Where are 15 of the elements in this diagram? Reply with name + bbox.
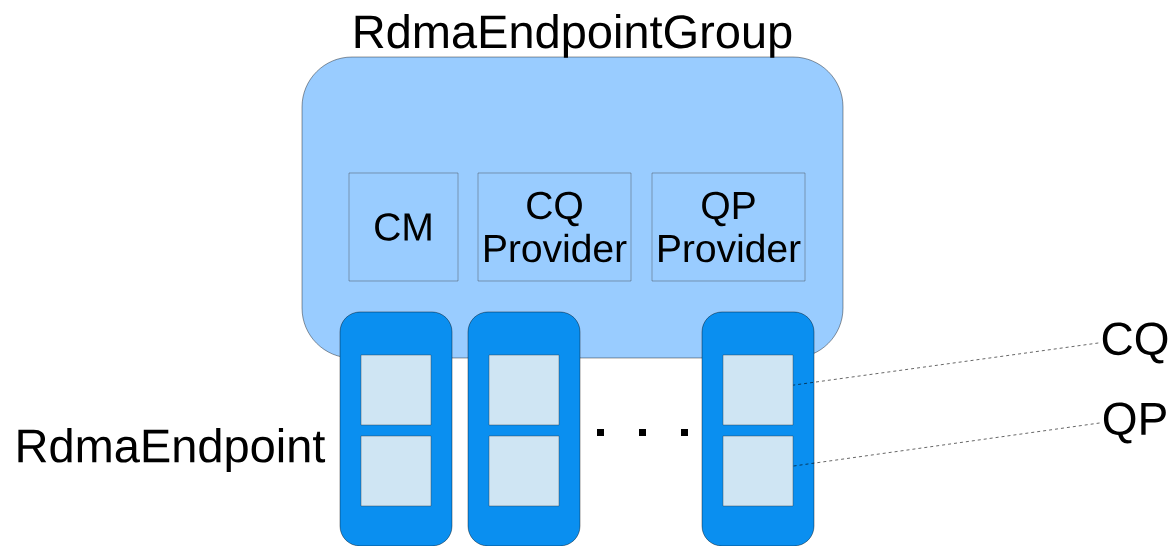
slot-box (488, 354, 560, 426)
callout-label: QP (1103, 402, 1166, 444)
callout-label: CQ (1102, 322, 1168, 364)
leader-line (792, 342, 1099, 386)
slot-box (360, 435, 432, 507)
component-box: CQ Provider (477, 172, 632, 282)
component-box: CM (348, 172, 459, 282)
group-title: RdmaEndpointGroup (355, 13, 792, 58)
slot-box (488, 435, 560, 507)
component-box: QP Provider (651, 172, 806, 282)
slot-box (722, 435, 794, 507)
slot-box (722, 354, 794, 426)
slot-box (360, 354, 432, 426)
endpoint-label: RdmaEndpoint (18, 428, 326, 472)
leader-line (792, 422, 1100, 467)
